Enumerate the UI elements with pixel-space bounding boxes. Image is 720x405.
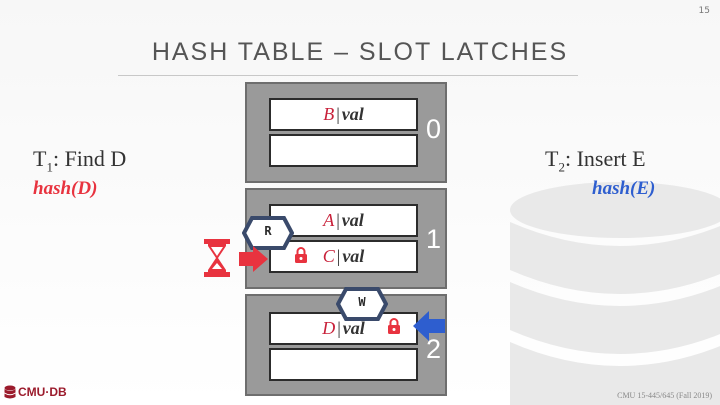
bucket-2: D|val 2 — [245, 294, 447, 396]
slot-0-0: B|val — [269, 98, 418, 131]
page-number: 15 — [698, 6, 710, 16]
database-icon — [4, 385, 16, 399]
slot-2-1 — [269, 348, 418, 381]
txn1-arrow-icon — [239, 246, 268, 272]
bucket-0: B|val 0 — [245, 82, 447, 183]
txn1-label: T1: Find D — [33, 146, 127, 175]
write-latch-badge — [336, 287, 388, 321]
txn2-hash: hash(E) — [592, 178, 656, 199]
title-divider — [118, 75, 578, 76]
txn1-hash: hash(D) — [33, 178, 98, 199]
txn2-label: T2: Insert E — [545, 146, 646, 175]
lock-icon — [295, 247, 307, 263]
hourglass-icon — [204, 239, 230, 277]
database-watermark-icon — [510, 182, 720, 405]
txn2-arrow-icon — [413, 311, 445, 341]
read-latch-label: R — [264, 224, 272, 238]
slot-0-1 — [269, 134, 418, 167]
write-latch-label: W — [358, 295, 366, 309]
course-footer: CMU 15-445/645 (Fall 2019) — [617, 391, 712, 400]
bucket-number: 2 — [425, 334, 441, 364]
read-latch-badge — [242, 216, 294, 250]
cmu-db-logo: CMU·DB — [4, 385, 67, 399]
bucket-number: 0 — [425, 114, 441, 144]
slide-title: HASH TABLE – SLOT LATCHES — [151, 38, 569, 66]
slot-1-1: C|val — [269, 240, 418, 273]
lock-icon — [388, 318, 400, 334]
bucket-number: 1 — [425, 224, 441, 254]
